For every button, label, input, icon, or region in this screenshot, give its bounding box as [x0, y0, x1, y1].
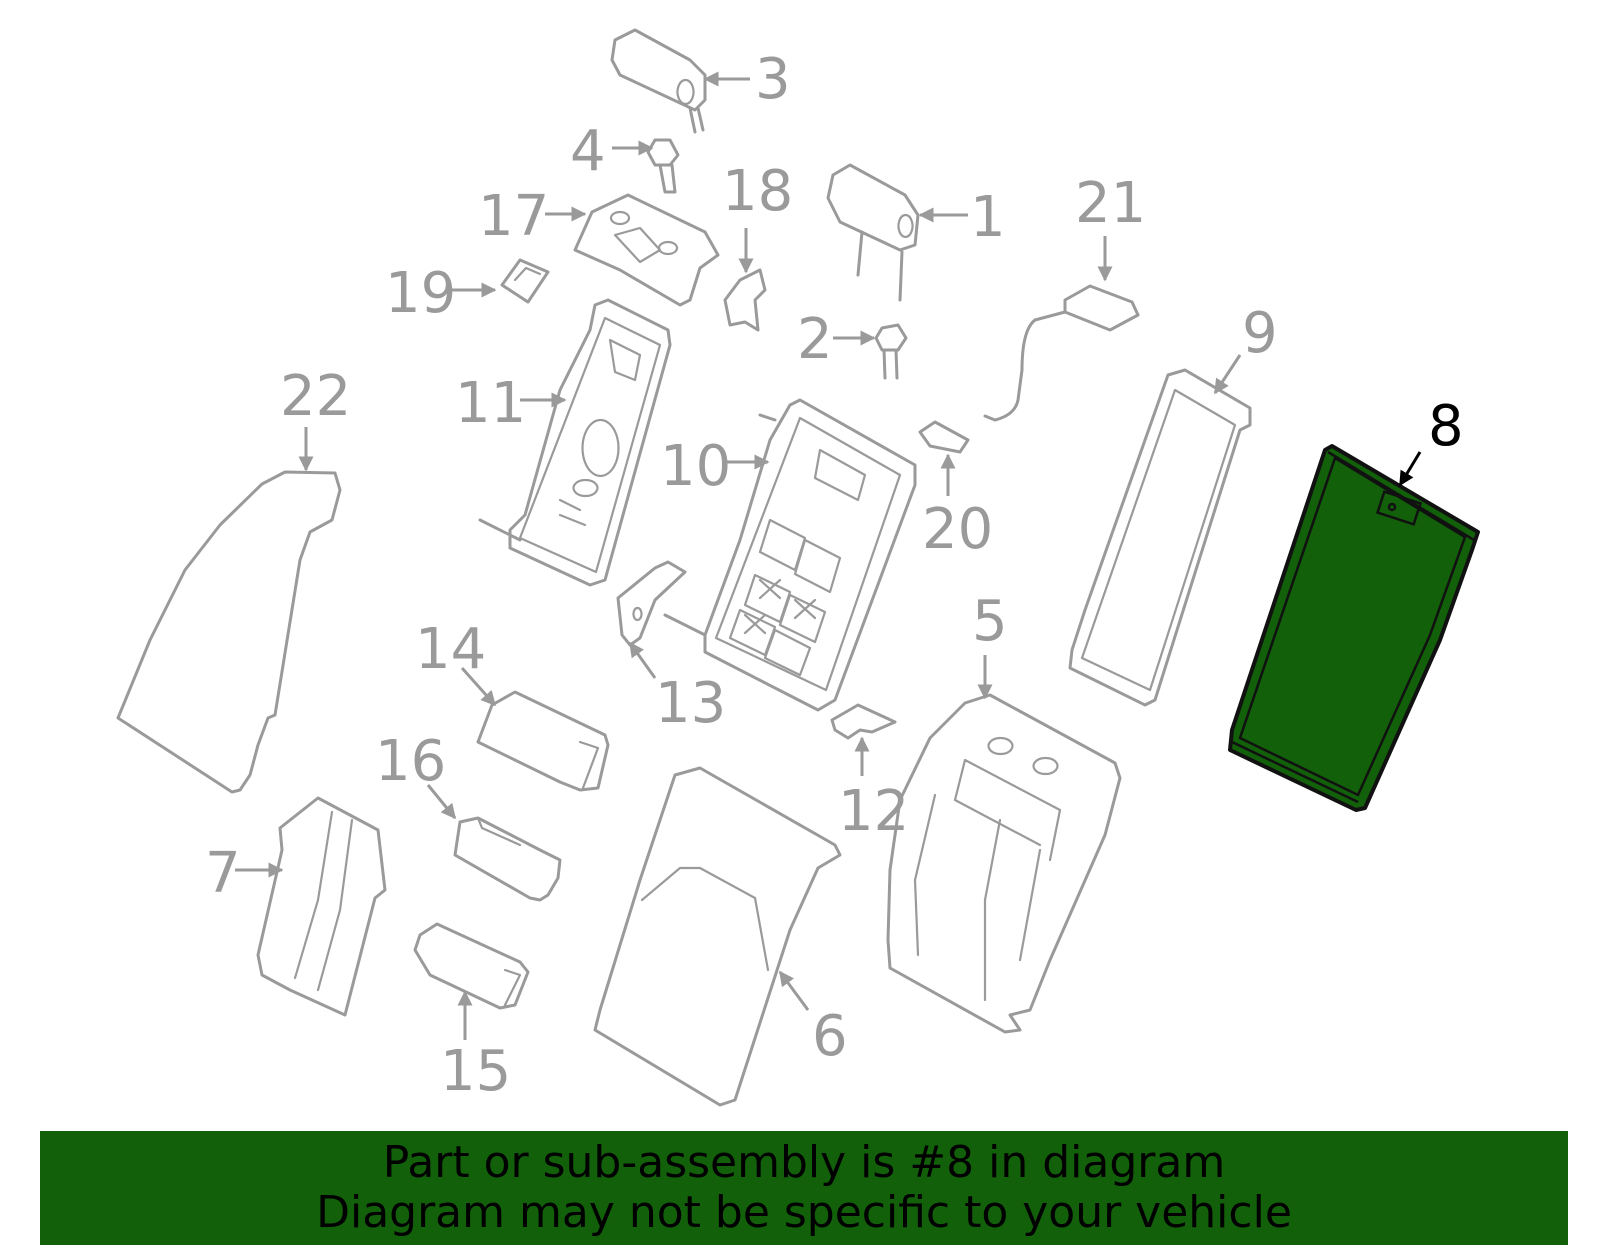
part-22-bolster: [116, 470, 342, 794]
part-2-bolt: [874, 323, 908, 380]
callout-14: 14: [415, 617, 486, 682]
banner-line-2: Diagram may not be specific to your vehi…: [316, 1187, 1292, 1238]
part-8-panel-highlighted: [1228, 444, 1480, 812]
callout-19: 19: [385, 261, 456, 326]
banner-line-1: Part or sub-assembly is #8 in diagram: [382, 1137, 1226, 1188]
part-16-cover: [453, 816, 562, 902]
part-9-panel: [1068, 368, 1252, 707]
part-6-cover: [593, 766, 842, 1107]
callout-4: 4: [570, 119, 606, 184]
leader-6: [778, 970, 810, 1011]
callout-16: 16: [375, 729, 446, 794]
part-18-bracket: [723, 268, 767, 332]
callout-15: 15: [440, 1039, 511, 1104]
callout-11: 11: [455, 371, 526, 436]
part-1-headrest: [826, 163, 920, 302]
part-14-armrest: [476, 690, 610, 792]
part-15-pad: [413, 922, 530, 1010]
callout-3: 3: [755, 47, 791, 112]
callout-18: 18: [722, 159, 793, 224]
callout-1: 1: [970, 185, 1006, 250]
part-20-clip: [918, 420, 970, 454]
callout-8: 8: [1428, 394, 1464, 459]
leader-8: [1398, 451, 1422, 487]
part-13-bracket: [616, 560, 687, 647]
part-3-headrest: [610, 28, 707, 134]
leader-13: [628, 641, 657, 679]
part-4-bolt: [646, 138, 680, 194]
callout-5: 5: [972, 589, 1008, 654]
part-7-trim: [256, 796, 387, 1017]
parts-diagram: 3 4 17 18 19 1 2: [116, 28, 1480, 1107]
info-banner: Part or sub-assembly is #8 in diagram Di…: [40, 1131, 1568, 1245]
callout-22: 22: [280, 364, 351, 429]
leader-9: [1213, 354, 1242, 395]
part-12-bracket: [830, 703, 897, 740]
callout-21: 21: [1075, 171, 1146, 236]
callout-17: 17: [478, 184, 549, 249]
callout-20: 20: [922, 497, 993, 562]
leader-16: [426, 784, 457, 820]
part-21-harness: [983, 284, 1140, 422]
part-19-clip: [500, 258, 550, 304]
callout-13: 13: [655, 671, 726, 736]
part-5-cushion: [886, 693, 1122, 1034]
part-11-frame: [478, 298, 672, 587]
part-17-cover: [573, 193, 720, 307]
callout-9: 9: [1242, 301, 1278, 366]
callout-2: 2: [797, 307, 833, 372]
callout-10: 10: [660, 434, 731, 499]
part-10-frame: [663, 398, 917, 712]
callout-6: 6: [812, 1004, 848, 1069]
callout-7: 7: [205, 841, 241, 906]
leader-14: [460, 667, 497, 707]
